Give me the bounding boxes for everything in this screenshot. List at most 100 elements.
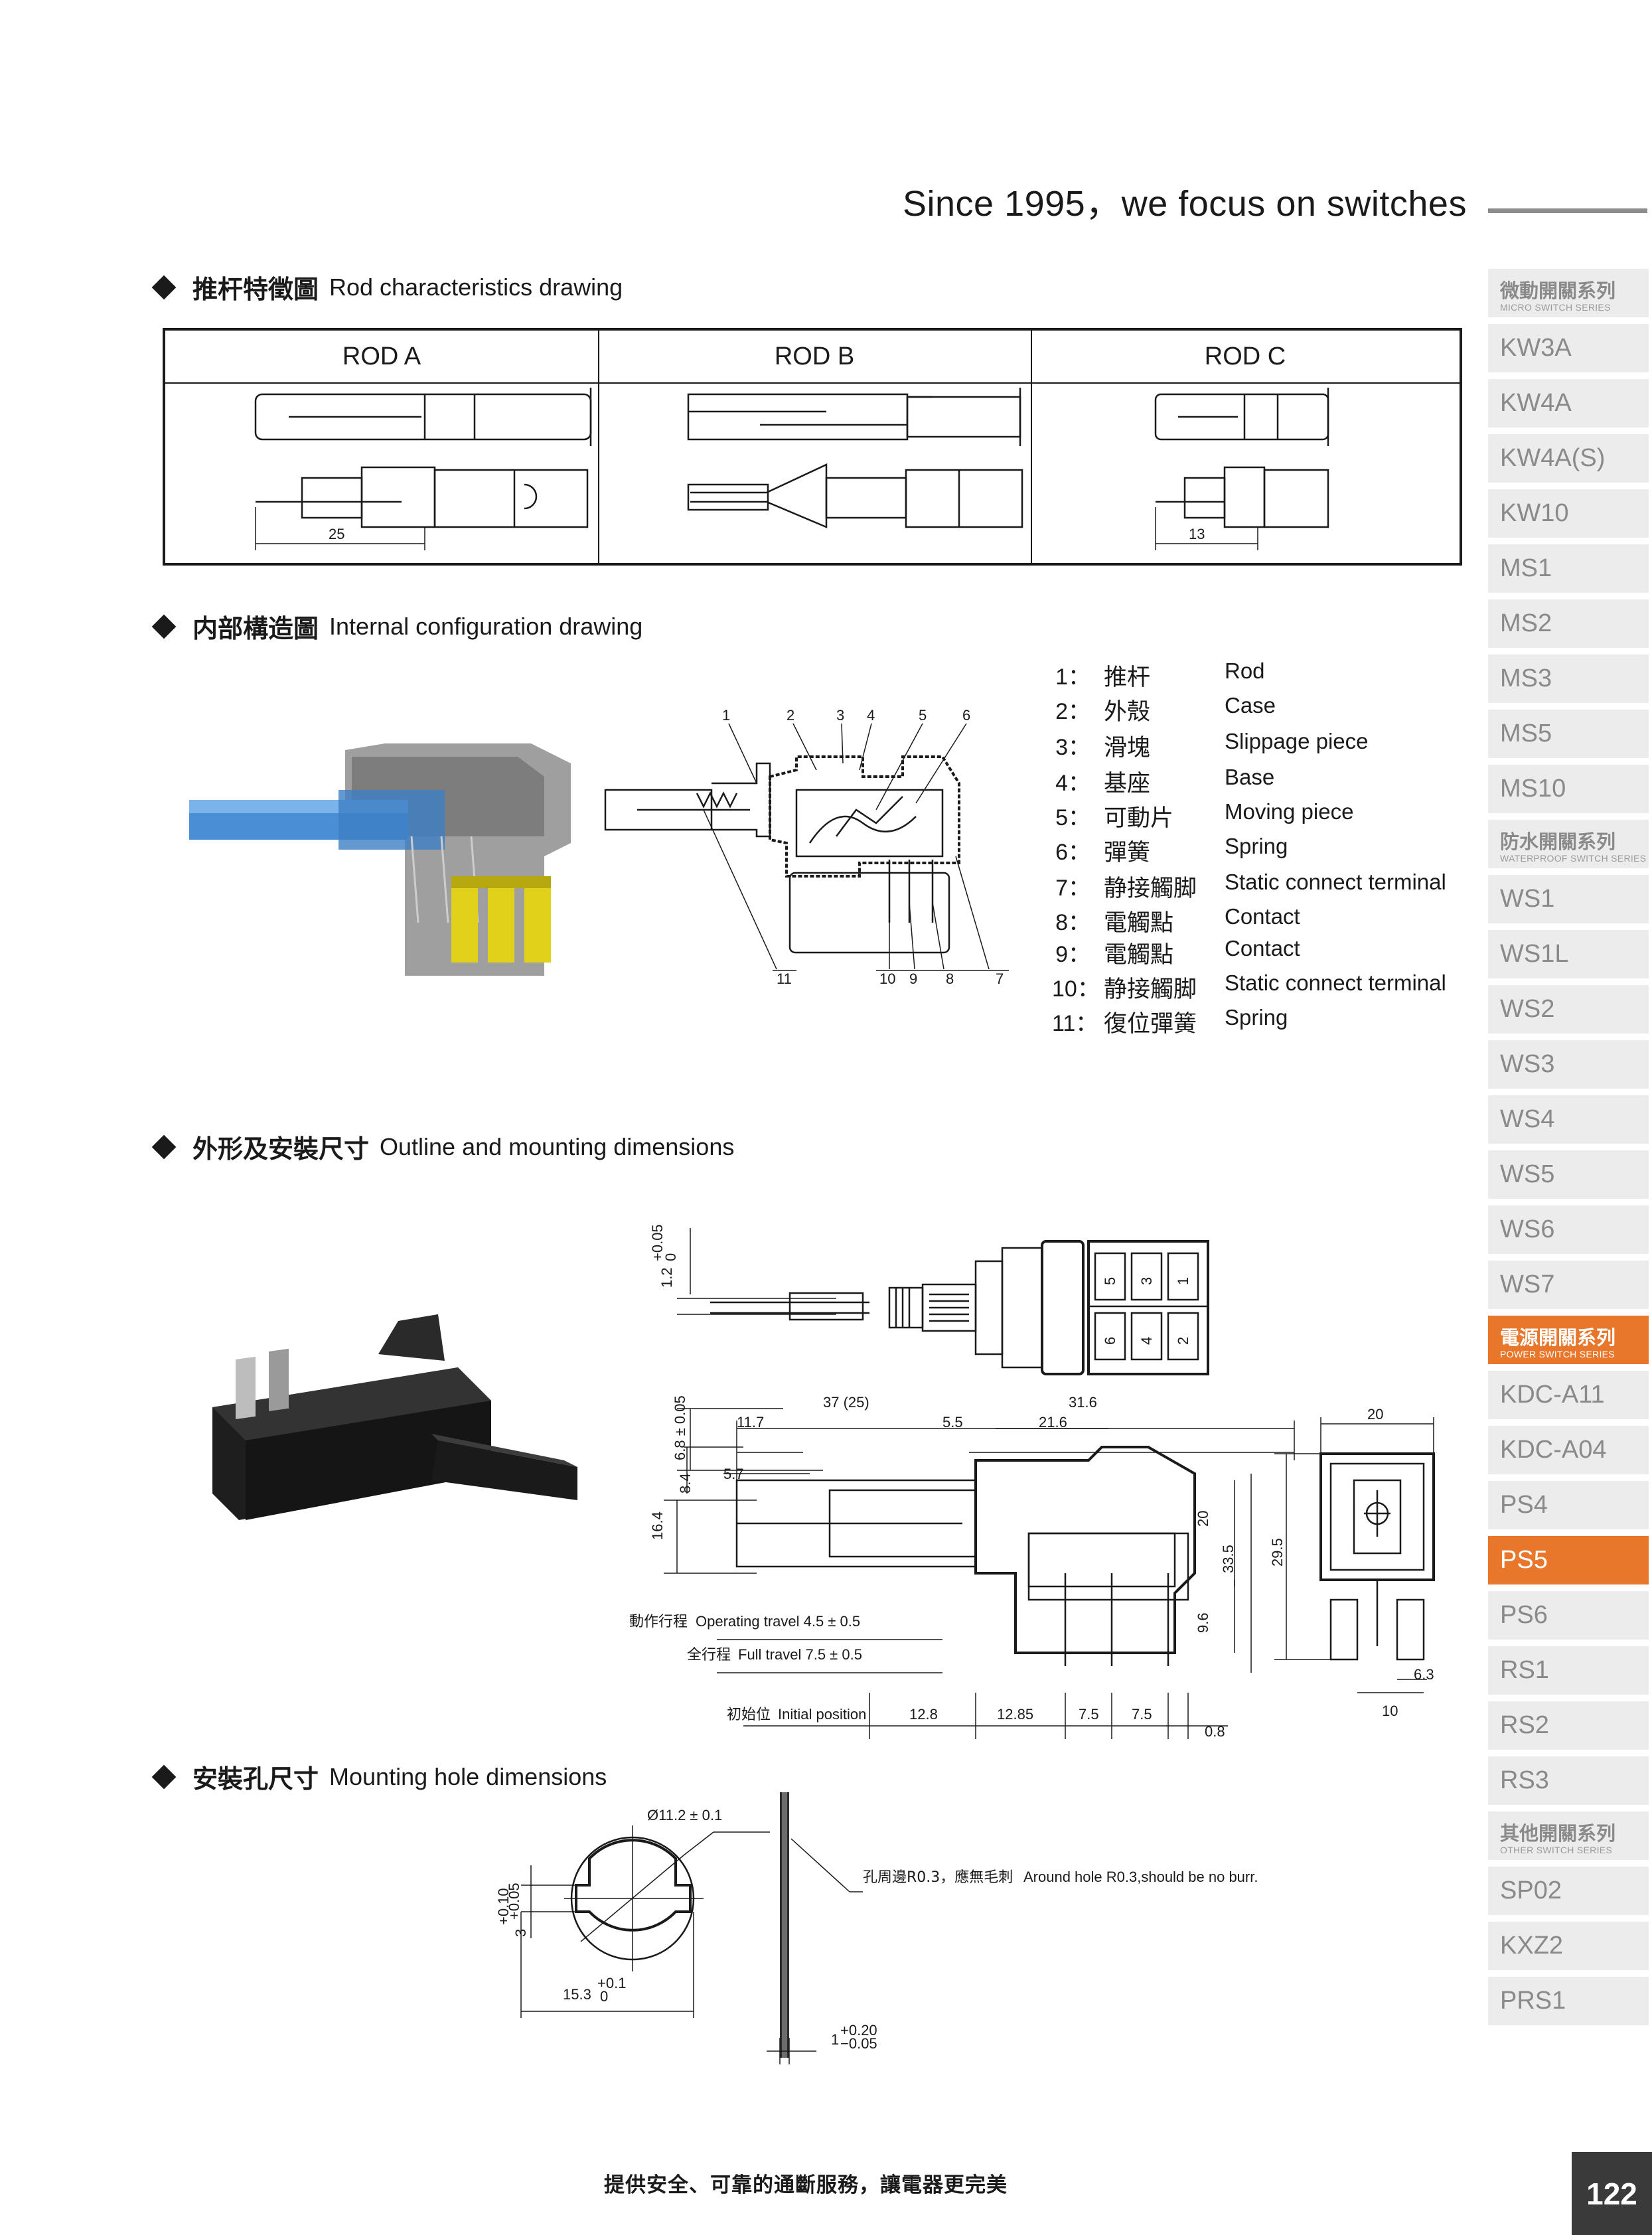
- sidebar-item-ws6[interactable]: WS6: [1488, 1205, 1649, 1257]
- plate-t: 1: [831, 2031, 839, 2048]
- diamond-bullet-icon: [151, 1134, 177, 1159]
- outline-side-view: 6.8 ± 0.05 37 (25) 31.6 11.7 5.5 21.6 5.…: [629, 1394, 1295, 1740]
- sidebar-item-ws2[interactable]: WS2: [1488, 985, 1649, 1037]
- product-photo-image: [212, 1314, 577, 1520]
- sidebar-item-rs1[interactable]: RS1: [1488, 1646, 1649, 1698]
- part-label-2: 2: [787, 707, 794, 724]
- sidebar-item-ms5[interactable]: MS5: [1488, 710, 1649, 761]
- hole-h: 3: [512, 1929, 529, 1937]
- diamond-bullet-icon: [151, 275, 177, 299]
- dim-6-8: 6.8 ± 0.05: [672, 1395, 688, 1460]
- sidebar-item-prs1[interactable]: PRS1: [1488, 1977, 1649, 2029]
- sidebar-item-ms1[interactable]: MS1: [1488, 544, 1649, 596]
- terminal-num: 6: [1102, 1337, 1118, 1345]
- sidebar-item-rs2[interactable]: RS2: [1488, 1701, 1649, 1753]
- dim-tol-top-sup: +0.05: [649, 1224, 666, 1261]
- rod-a-header: ROD A: [165, 331, 598, 384]
- sidebar-item-kdc-a04[interactable]: KDC-A04: [1488, 1426, 1649, 1478]
- internal-part-labels: 1 2 3 4 5 6 11 10 9 8 7: [722, 707, 1004, 987]
- dim-9-6: 9.6: [1195, 1612, 1211, 1633]
- sidebar-item-kw4a-s[interactable]: KW4A(S): [1488, 434, 1649, 486]
- sidebar-item-kdc-a11[interactable]: KDC-A11: [1488, 1371, 1649, 1423]
- rod-c-header: ROD C: [1031, 331, 1460, 384]
- rod-b-drawing: [687, 388, 1023, 528]
- sidebar-item-ps6[interactable]: PS6: [1488, 1591, 1649, 1643]
- terminal-slots: [1094, 1252, 1199, 1361]
- part-label-5: 5: [919, 707, 927, 724]
- full-travel-en: Full travel 7.5 ± 0.5: [738, 1646, 862, 1663]
- dim-20-h: 20: [1367, 1406, 1383, 1423]
- dim-21-6: 21.6: [1039, 1414, 1067, 1430]
- dim-6-3: 6.3: [1414, 1666, 1434, 1683]
- section-hole-en: Mounting hole dimensions: [329, 1762, 607, 1790]
- hole-h-sup: +0.10: [495, 1888, 512, 1925]
- sidebar-item-kxz2[interactable]: KXZ2: [1488, 1922, 1649, 1973]
- initial-position-en: Initial position: [778, 1706, 866, 1723]
- sidebar-item-ws3[interactable]: WS3: [1488, 1040, 1649, 1092]
- section-hole-heading: 安裝孔尺寸 Mounting hole dimensions: [151, 1758, 607, 1795]
- initial-position-zh: 初始位: [727, 1707, 771, 1723]
- part-label-4: 4: [867, 707, 875, 724]
- sidebar-item-ps4[interactable]: PS4: [1488, 1481, 1649, 1533]
- sidebar-item-ws7[interactable]: WS7: [1488, 1261, 1649, 1312]
- sidebar-item-ws1l[interactable]: WS1L: [1488, 930, 1649, 982]
- diamond-bullet-icon: [151, 614, 177, 639]
- section-outline-en: Outline and mounting dimensions: [380, 1132, 735, 1160]
- dim-12-85: 12.85: [997, 1706, 1033, 1723]
- hole-note-zh: 孔周邊R0.3，應無毛刺: [863, 1869, 1013, 1886]
- sidebar-item-ws1[interactable]: WS1: [1488, 875, 1649, 927]
- dim-5-5: 5.5: [942, 1414, 963, 1430]
- dim-8-4: 8.4: [677, 1473, 694, 1494]
- internal-line-drawing: [604, 723, 1009, 971]
- section-outline-zh: 外形及安裝尺寸: [192, 1134, 370, 1164]
- terminal-num: 1: [1175, 1277, 1191, 1285]
- sidebar-item-kw4a[interactable]: KW4A: [1488, 379, 1649, 431]
- sidebar-item-ws5[interactable]: WS5: [1488, 1150, 1649, 1202]
- dim-12-8: 12.8: [909, 1706, 938, 1723]
- section-rod-zh: 推杆特徵圖: [192, 275, 319, 304]
- page-number: 122: [1572, 2152, 1652, 2235]
- rod-c-drawing: [1154, 388, 1329, 550]
- dim-7-5-b: 7.5: [1132, 1706, 1152, 1723]
- sidebar-item-ms3[interactable]: MS3: [1488, 655, 1649, 706]
- operating-travel-en: Operating travel 4.5 ± 0.5: [696, 1613, 860, 1630]
- rod-c-dim: 13: [1189, 526, 1205, 542]
- section-internal-heading: 内部構造圖 Internal configuration drawing: [151, 608, 642, 645]
- dim-37: 37 (25): [823, 1394, 869, 1411]
- part-label-7: 7: [996, 970, 1004, 987]
- internal-render-image: [189, 743, 571, 976]
- section-outline-heading: 外形及安裝尺寸 Outline and mounting dimensions: [151, 1128, 734, 1165]
- dim-tol-top-sub: 0: [662, 1253, 679, 1261]
- tagline: Since 1995，we focus on switches: [903, 184, 1467, 224]
- hole-w: 15.3: [563, 1986, 591, 2003]
- dim-31-6: 31.6: [1069, 1394, 1097, 1411]
- dim-5-7: 5.7: [723, 1466, 744, 1482]
- dim-11-7: 11.7: [737, 1414, 764, 1430]
- sidebar-item-rs3[interactable]: RS3: [1488, 1756, 1649, 1808]
- sidebar-item-ms2[interactable]: MS2: [1488, 599, 1649, 651]
- rod-a-dim: 25: [329, 526, 344, 542]
- part-label-9: 9: [909, 970, 917, 987]
- hole-note-en: Around hole R0.3,should be no burr.: [1023, 1869, 1258, 1885]
- sidebar-item-ws4[interactable]: WS4: [1488, 1095, 1649, 1147]
- sidebar-item-kw10[interactable]: KW10: [1488, 489, 1649, 541]
- part-label-11: 11: [777, 970, 792, 987]
- dim-tol-top: 1.2: [658, 1267, 675, 1288]
- sidebar-item-kw3a[interactable]: KW3A: [1488, 324, 1649, 376]
- rod-a-drawing: [254, 388, 592, 550]
- mounting-hole-drawing: Ø11.2 ± 0.1 3 +0.10 +0.05 15.3 +0.1 0 1 …: [495, 1792, 1258, 2064]
- sidebar-item-ms10[interactable]: MS10: [1488, 765, 1649, 816]
- sidebar-item-ps5[interactable]: PS5: [1488, 1536, 1649, 1588]
- terminal-num: 3: [1138, 1277, 1155, 1285]
- sidebar-item-sp02[interactable]: SP02: [1488, 1867, 1649, 1918]
